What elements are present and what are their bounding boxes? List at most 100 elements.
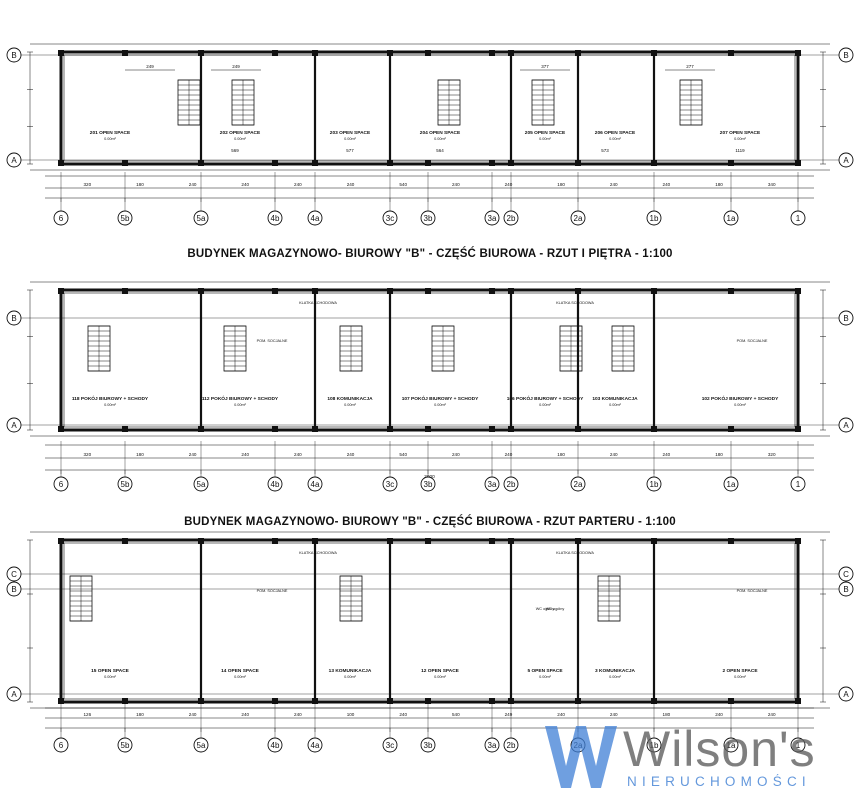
staircase: [559, 325, 583, 372]
dimension-value: 180: [136, 182, 144, 187]
column-post: [387, 50, 393, 56]
wilsons-logo: Wilson's NIERUCHOMOŚCI: [541, 718, 857, 798]
column-post: [58, 426, 64, 432]
dimension-value: 249: [146, 64, 154, 69]
column-post: [312, 426, 318, 432]
column-post: [508, 160, 514, 166]
axis-marker: [267, 737, 283, 753]
dimension-value: 540: [399, 452, 407, 457]
axis-label: 1a: [727, 214, 736, 223]
column-post: [728, 288, 734, 294]
room-area: 0.00m²: [434, 137, 447, 141]
column-post: [575, 50, 581, 56]
axis-marker: [53, 210, 69, 226]
axis-label: 2a: [574, 214, 583, 223]
dimension-value: 100: [347, 712, 355, 717]
dimension-value: 249: [232, 64, 240, 69]
axis-marker: [484, 210, 500, 226]
row-axis-label: B: [843, 51, 848, 60]
row-axis-marker: [6, 581, 22, 597]
dimension-value: 564: [436, 148, 444, 153]
column-post: [198, 50, 204, 56]
column-post: [425, 288, 431, 294]
column-post: [312, 698, 318, 704]
column-post: [651, 160, 657, 166]
column-post: [58, 50, 64, 56]
row-axis-marker: [838, 310, 854, 326]
axis-label: 4a: [311, 480, 320, 489]
row-axis-label: A: [843, 156, 849, 165]
column-post: [651, 698, 657, 704]
column-post: [58, 160, 64, 166]
room-area: 0.00m²: [104, 675, 117, 679]
dimension-value: 240: [241, 712, 249, 717]
column-post: [489, 426, 495, 432]
row-axis-marker: [6, 686, 22, 702]
room-label: 2 OPEN SPACE: [722, 668, 758, 674]
dimension-value: 240: [189, 712, 197, 717]
axis-label: 5a: [197, 741, 206, 750]
column-post: [651, 50, 657, 56]
column-post: [58, 698, 64, 704]
staircase: [231, 79, 255, 126]
dimension-value: 569: [231, 148, 239, 153]
axis-marker: [503, 737, 519, 753]
inner-wall-line: [63, 292, 796, 428]
room-area: 0.00m²: [609, 137, 622, 141]
column-post: [425, 538, 431, 544]
axis-marker: [420, 476, 436, 492]
inner-wall-line: [63, 54, 796, 162]
dimension-value: 240: [241, 182, 249, 187]
dimension-value: 240: [610, 712, 618, 717]
axis-marker: [723, 476, 739, 492]
column-post: [272, 698, 278, 704]
room-tag: POM. SOCJALNE: [737, 339, 768, 343]
row-axis-marker: [838, 566, 854, 582]
column-post: [58, 538, 64, 544]
axis-marker: [646, 476, 662, 492]
row-axis-label: A: [843, 690, 849, 699]
staircase: [431, 325, 455, 372]
column-post: [272, 288, 278, 294]
room-label: 206 OPEN SPACE: [595, 130, 636, 136]
room-tag: KLATKA SCHODOWA: [556, 301, 594, 305]
dimension-value: 180: [136, 452, 144, 457]
first-floor-plan-title: BUDYNEK MAGAZYNOWO- BIUROWY "B" - CZĘŚĆ …: [187, 248, 673, 260]
room-area: 0.00m²: [609, 675, 622, 679]
column-post: [508, 288, 514, 294]
column-post: [795, 426, 801, 432]
dimension-value: 540: [452, 712, 460, 717]
room-label: 203 OPEN SPACE: [330, 130, 371, 136]
room-label: 5 OPEN SPACE: [527, 668, 563, 674]
row-axis-marker: [838, 152, 854, 168]
room-area: 0.00m²: [234, 675, 247, 679]
axis-marker: [382, 210, 398, 226]
axis-marker: [307, 737, 323, 753]
column-post: [489, 288, 495, 294]
room-area: 0.00m²: [734, 675, 747, 679]
dimension-value: 240: [768, 712, 776, 717]
column-post: [387, 538, 393, 544]
column-post: [272, 426, 278, 432]
axis-label: 5a: [197, 214, 206, 223]
dimension-value: 577: [346, 148, 354, 153]
column-post: [651, 288, 657, 294]
room-label: 103 KOMUNIKACJA: [592, 396, 638, 402]
axis-label: 3b: [424, 480, 433, 489]
column-post: [198, 288, 204, 294]
column-post: [795, 50, 801, 56]
room-label: 205 OPEN SPACE: [525, 130, 566, 136]
axis-label: 3a: [488, 214, 497, 223]
column-post: [312, 50, 318, 56]
room-label: 204 OPEN SPACE: [420, 130, 461, 136]
staircase: [339, 325, 363, 372]
column-post: [122, 288, 128, 294]
axis-marker: [646, 210, 662, 226]
column-post: [575, 538, 581, 544]
dimension-value: 277: [686, 64, 694, 69]
staircase: [597, 575, 621, 622]
room-label: 15 OPEN SPACE: [91, 668, 130, 674]
row-axis-label: A: [843, 421, 849, 430]
staircase: [679, 79, 703, 126]
room-area: 0.00m²: [734, 403, 747, 407]
